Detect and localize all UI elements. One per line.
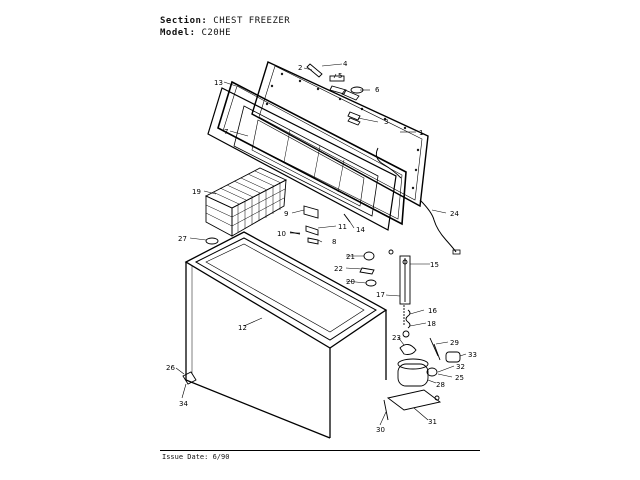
drain-plug [205, 237, 219, 245]
lid-gasket [217, 80, 407, 226]
callout-25: 25 [455, 374, 464, 382]
callout-7: 7 [224, 128, 228, 136]
callout-13: 13 [214, 79, 223, 87]
callout-27: 27 [178, 235, 187, 243]
section-title: Section: CHEST FREEZER [160, 16, 290, 26]
callout-6: 6 [375, 86, 380, 94]
callout-4: 4 [343, 60, 348, 68]
callout-8: 8 [332, 238, 336, 246]
callout-14: 14 [356, 226, 365, 234]
screw [343, 213, 351, 223]
hinge-parts [289, 205, 319, 245]
model-title: Model: C20HE [160, 28, 231, 38]
wire-basket [204, 167, 288, 237]
callout-15: 15 [430, 261, 439, 269]
callout-34: 34 [179, 400, 188, 408]
control-assembly [359, 249, 411, 338]
callout-11: 11 [338, 223, 347, 231]
callout-18: 18 [427, 320, 436, 328]
callout-17: 17 [376, 291, 385, 299]
callout-16: 16 [428, 307, 437, 315]
callout-9: 9 [284, 210, 288, 218]
callout-33: 33 [468, 351, 477, 359]
callout-12: 12 [238, 324, 247, 332]
issue-date: Issue Date: 6/90 [162, 453, 230, 461]
lid-hardware [306, 63, 364, 121]
model-label: Model: [160, 28, 196, 38]
power-cord [419, 199, 457, 253]
callout-10: 10 [277, 230, 286, 238]
callout-5: 5 [338, 72, 342, 80]
callout-20: 20 [346, 278, 355, 286]
callout-29: 29 [450, 339, 459, 347]
section-value: CHEST FREEZER [213, 16, 291, 26]
callout-28: 28 [436, 381, 445, 389]
model-value: C20HE [201, 28, 232, 38]
leader-lines [175, 63, 467, 426]
callout-32: 32 [456, 363, 465, 371]
callout-31: 31 [428, 418, 437, 426]
inner-lid-liner [207, 87, 397, 231]
callout-30: 30 [376, 426, 385, 434]
footer-rule [160, 450, 480, 451]
callout-19: 19 [192, 188, 201, 196]
callout-26: 26 [166, 364, 175, 372]
callout-3: 3 [384, 118, 388, 126]
callout-24: 24 [450, 210, 459, 218]
callout-1: 1 [419, 129, 423, 137]
cabinet [182, 231, 388, 439]
section-label: Section: [160, 16, 208, 26]
callout-numbers: 1 2 3 4 5 6 7 8 9 10 11 12 13 14 15 16 1… [166, 60, 477, 434]
callout-2: 2 [298, 64, 302, 72]
compressor-assembly [383, 337, 461, 421]
callout-23: 23 [392, 334, 401, 342]
callout-21: 21 [346, 253, 355, 261]
callout-22: 22 [334, 265, 343, 273]
